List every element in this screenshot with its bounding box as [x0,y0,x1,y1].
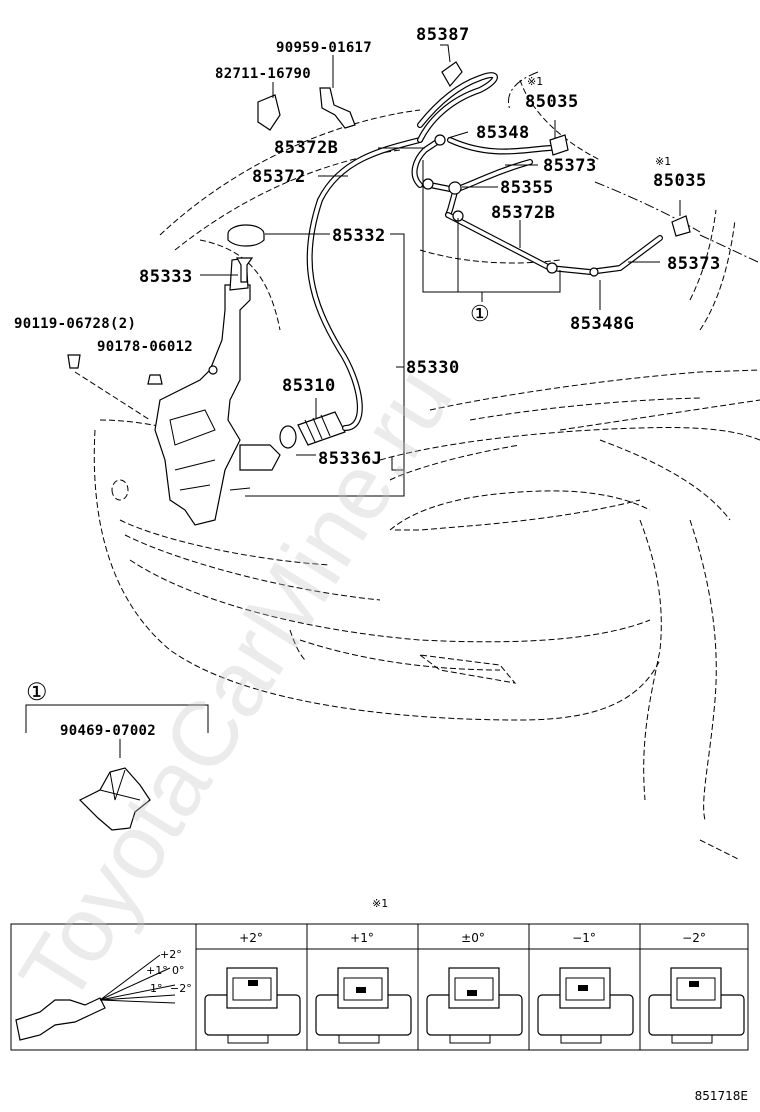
label-85336J: 85336J [318,449,382,469]
angle-label-minus1: 1° [150,982,163,995]
angle-label-plus1: +1° [146,964,168,977]
angle-label-minus2: −2° [170,982,192,995]
nozzle-85035-a [549,134,569,156]
label-85310: 85310 [282,376,336,396]
filler-inlet [235,257,254,283]
label-85035-b: 85035 [653,171,707,191]
note-mark-1b: ※1 [655,155,671,168]
bracket-90959 [319,87,356,129]
label-85372B-a: 85372B [274,138,338,158]
nut-90178 [147,374,163,385]
diagram-id: 851718E [695,1089,748,1103]
gauge-zero [426,967,523,1044]
gauge-minus1 [537,967,634,1044]
label-90119-06728: 90119-06728(2) [14,316,136,332]
table-header-plus2: +2° [239,931,263,945]
label-90178-06012: 90178-06012 [97,339,193,355]
part-labels: 85387 90959-01617 82711-16790 ※1 85035 8… [14,25,721,739]
label-85330: 85330 [406,358,460,378]
label-85355: 85355 [500,178,554,198]
angle-label-zero: 0° [172,964,185,977]
label-85348G: 85348G [570,314,634,334]
label-90959-01617: 90959-01617 [276,40,372,56]
washer-pump [279,411,346,449]
nozzle-angle-illustration: +2° +1° 0° 1° −2° [15,948,192,1041]
label-85373-b: 85373 [667,254,721,274]
table-note-mark: ※1 [372,897,388,910]
label-85035-a: 85035 [525,92,579,112]
label-85372: 85372 [252,167,306,187]
label-85387: 85387 [416,25,470,45]
angle-label-plus2: +2° [160,948,182,961]
washer-tank [154,257,281,526]
table-header-minus2: −2° [682,931,706,945]
nozzle-85035-b [671,215,691,237]
table-header-zero: ±0° [461,931,485,945]
watermark: ToyotaCarMine.ru [0,351,471,1021]
label-85333: 85333 [139,267,193,287]
circle-marker-1a: ① [470,302,490,327]
gauge-plus1 [315,967,412,1044]
circle-marker-1b: ① [26,678,48,706]
nozzle-adjustment-table: ※1 +2° +1° ±0° −1° −2° +2° +1° 0° 1° −2° [10,897,749,1051]
label-85348: 85348 [476,123,530,143]
table-header-plus1: +1° [350,931,374,945]
label-90469-07002: 90469-07002 [60,723,156,739]
leader-lines [25,44,681,758]
bolt-90119 [67,354,81,369]
gauge-plus2 [204,967,301,1044]
note-mark-1a: ※1 [527,75,543,88]
fastener-90469 [78,767,151,831]
label-85373-a: 85373 [543,156,597,176]
gauge-minus2 [648,967,745,1044]
label-85372B-b: 85372B [491,203,555,223]
clip-82711 [257,94,281,131]
label-82711-16790: 82711-16790 [215,66,311,82]
clip-85387 [441,61,463,88]
label-85332: 85332 [332,226,386,246]
car-body-outline [93,71,760,861]
table-header-minus1: −1° [572,931,596,945]
